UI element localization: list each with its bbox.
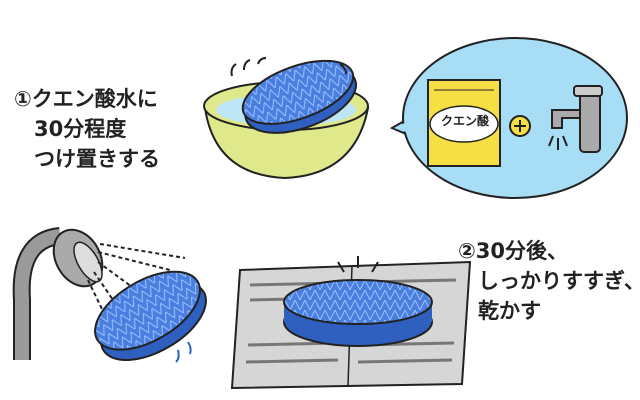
step2-line: ②30分後、 — [458, 239, 569, 263]
packet-label: クエン酸 — [440, 114, 489, 128]
step1-instructions: ①クエン酸水に 30分程度 つけ置きする — [14, 84, 160, 174]
step1-line: つけ置きする — [34, 147, 160, 171]
step2-line: 乾かす — [478, 299, 541, 323]
step2-instructions: ②30分後、 しっかりすすぎ、 乾かす — [458, 236, 640, 326]
step1-line: ①クエン酸水に — [14, 87, 158, 111]
step1-line: 30分程度 — [34, 117, 127, 141]
step2-line: しっかりすすぎ、 — [478, 269, 640, 293]
basin-with-filter — [203, 57, 370, 180]
filter-drying — [283, 256, 433, 347]
faucet-icon — [548, 85, 603, 153]
plus-icon — [509, 115, 531, 137]
citric-acid-packet-icon — [427, 79, 501, 167]
filter-rinsing — [94, 270, 207, 361]
shower-head-icon — [12, 227, 186, 360]
